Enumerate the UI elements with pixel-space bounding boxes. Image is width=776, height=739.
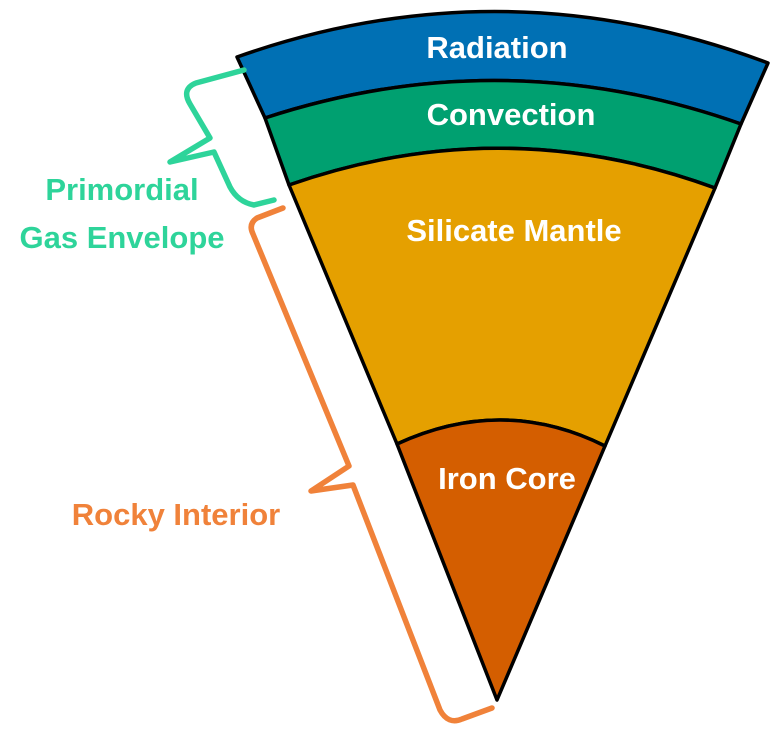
label-primordial: Primordial xyxy=(45,172,198,207)
label-convection: Convection xyxy=(427,97,596,132)
label-radiation: Radiation xyxy=(426,30,567,65)
layer-iron-core xyxy=(395,418,607,702)
rocky-interior-brace xyxy=(248,205,495,724)
label-silicate-mantle: Silicate Mantle xyxy=(406,213,621,248)
layer-silicate-mantle xyxy=(287,146,717,448)
label-gas-envelope: Gas Envelope xyxy=(19,220,224,255)
label-iron-core: Iron Core xyxy=(438,461,576,496)
label-rocky-interior: Rocky Interior xyxy=(72,497,280,532)
primordial-gas-envelope-brace xyxy=(167,67,277,208)
